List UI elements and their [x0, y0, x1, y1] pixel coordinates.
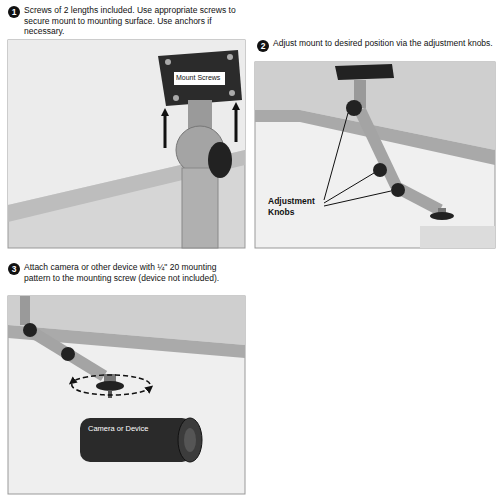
step-number: 1	[8, 6, 20, 18]
panel-three-illustration	[8, 296, 245, 494]
node-text: Camera or Device	[88, 424, 178, 433]
instruction-text: Attach camera or other device with ¼" 20…	[24, 262, 244, 283]
device-body	[80, 416, 204, 464]
part-label: Adjustment Knobs	[268, 196, 320, 217]
step-number: 2	[257, 40, 269, 52]
instruction-text: Screws of 2 lengths included. Use approp…	[24, 5, 244, 37]
panel-one-illustration	[8, 40, 245, 248]
panel-two-illustration	[255, 62, 495, 248]
part-label-box: Mount Screws	[174, 72, 225, 85]
device-shape: Camera or Device	[80, 416, 204, 464]
node-text: Mount Screws	[176, 74, 223, 82]
instruction-text: Adjust mount to desired position via the…	[273, 38, 493, 49]
step-number: 3	[8, 263, 20, 275]
